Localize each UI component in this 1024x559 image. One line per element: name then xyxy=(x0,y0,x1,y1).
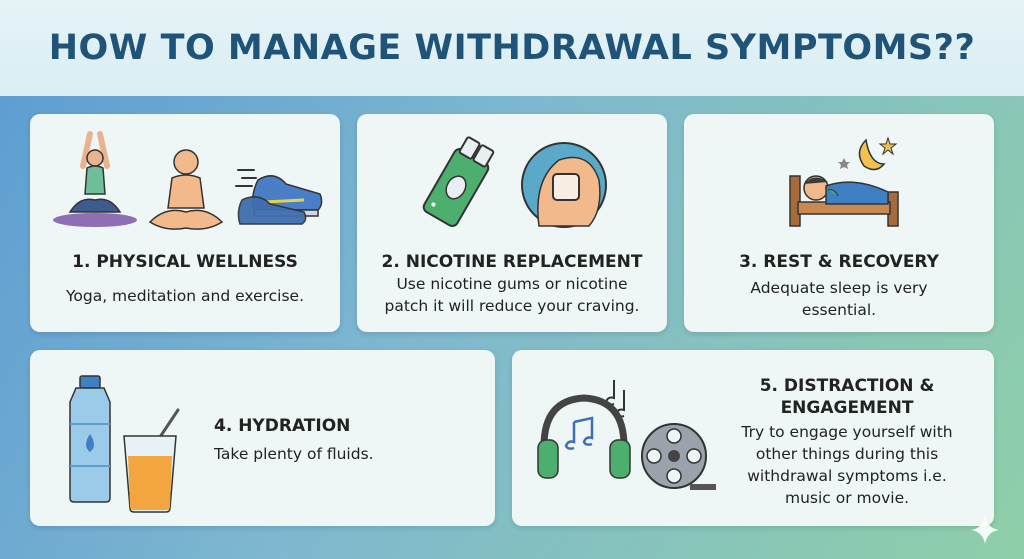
card-rest-recovery: 3. REST & RECOVERY Adequate sleep is ver… xyxy=(684,114,994,332)
water-bottle-icon xyxy=(69,375,111,503)
card-title-rest-recovery: 3. REST & RECOVERY xyxy=(739,252,939,272)
card-title-distraction-line1: 5. DISTRACTION & xyxy=(759,376,935,396)
card-desc-hydration: Take plenty of fluids. xyxy=(214,445,374,463)
card-title-hydration: 4. HYDRATION xyxy=(214,416,351,436)
card-desc-rest-line2: essential. xyxy=(801,301,877,319)
card-nicotine-replacement: 2. NICOTINE REPLACEMENT Use nicotine gum… xyxy=(357,114,667,332)
card-desc-nicotine-line1: Use nicotine gums or nicotine xyxy=(396,275,628,293)
card-desc-distraction-line1: Try to engage yourself with xyxy=(741,423,953,441)
juice-glass-icon xyxy=(123,408,180,513)
card-hydration: 4. HYDRATION Take plenty of fluids. xyxy=(30,350,495,526)
card-desc-distraction-line4: music or movie. xyxy=(784,489,910,507)
sneaker-icon xyxy=(235,169,323,225)
card-desc-nicotine-line2: patch it will reduce your craving. xyxy=(384,297,640,315)
card-physical-wellness: 1. PHYSICAL WELLNESS Yoga, meditation an… xyxy=(30,114,340,332)
card-desc-rest-line1: Adequate sleep is very xyxy=(750,279,928,297)
card-title-physical-wellness: 1. PHYSICAL WELLNESS xyxy=(72,252,298,272)
yoga-icon xyxy=(53,131,137,227)
header-banner: HOW TO MANAGE WITHDRAWAL SYMPTOMS?? xyxy=(0,0,1024,96)
card-distraction-engagement: 5. DISTRACTION & ENGAGEMENT Try to engag… xyxy=(512,350,994,526)
page-title: HOW TO MANAGE WITHDRAWAL SYMPTOMS?? xyxy=(48,28,976,68)
sparkle-icon xyxy=(971,516,999,544)
card-desc-distraction-line3: withdrawal symptoms i.e. xyxy=(747,467,947,485)
card-title-distraction-line2: ENGAGEMENT xyxy=(780,398,914,418)
nicotine-patch-icon xyxy=(521,142,607,228)
headphones-icon xyxy=(537,380,631,479)
sleeping-person-icon xyxy=(789,136,899,227)
card-desc-physical-wellness: Yoga, meditation and exercise. xyxy=(65,287,305,305)
card-title-nicotine-replacement: 2. NICOTINE REPLACEMENT xyxy=(381,252,643,272)
film-reel-icon xyxy=(641,423,716,490)
card-desc-distraction-line2: other things during this xyxy=(755,445,939,463)
meditation-icon xyxy=(148,149,224,230)
nicotine-gum-icon xyxy=(422,136,495,227)
